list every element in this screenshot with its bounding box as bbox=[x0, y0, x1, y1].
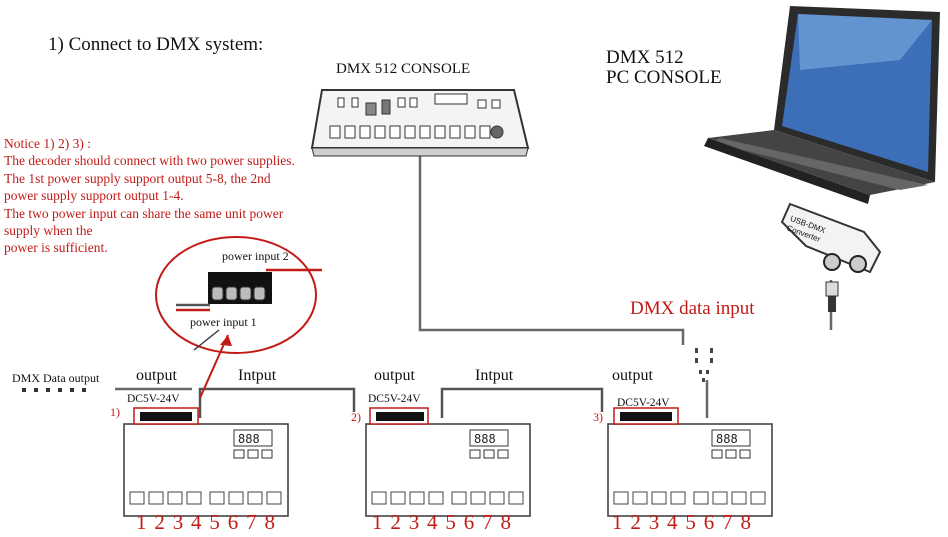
decoder-1-voltage: DC5V-24V bbox=[127, 393, 180, 405]
decoder-3: 888 bbox=[607, 407, 773, 517]
notice-line: The two power input can share the same u… bbox=[4, 205, 284, 221]
link-cable-1 bbox=[198, 387, 356, 418]
notice-line: The 1st power supply support output 5-8,… bbox=[4, 170, 271, 186]
notice-line: supply when the bbox=[4, 223, 93, 239]
dmx-data-output-label: DMX Data output bbox=[12, 371, 100, 385]
console-cable bbox=[418, 145, 685, 345]
power-input-callout bbox=[155, 236, 322, 399]
power-input-2-label: power input 2 bbox=[222, 249, 289, 263]
notice-block: Notice 1) 2) 3) : The decoder should con… bbox=[4, 135, 384, 257]
link-1-label: Intput bbox=[238, 367, 277, 384]
usb-dmx-converter bbox=[780, 202, 882, 312]
decoder-1: 888 bbox=[123, 407, 289, 517]
notice-line: Notice 1) 2) 3) : bbox=[4, 136, 91, 151]
pc-console-line1: DMX 512 bbox=[606, 47, 684, 68]
decoder-2-channels: 1 2 3 4 5 6 7 8 bbox=[372, 510, 513, 534]
svg-text:888: 888 bbox=[238, 432, 260, 446]
page-title: 1) Connect to DMX system: bbox=[48, 34, 264, 55]
console-key-row bbox=[329, 125, 491, 139]
dmx-data-input-label: DMX data input bbox=[630, 298, 755, 319]
notice-line: The decoder should connect with two powe… bbox=[4, 153, 295, 169]
decoder-2-output-label: output bbox=[374, 367, 415, 384]
laptop bbox=[704, 6, 940, 204]
dmx-output-dots bbox=[22, 388, 86, 392]
notice-line: power supply support output 1-4. bbox=[4, 188, 184, 204]
console-buttons bbox=[337, 97, 504, 139]
svg-text:888: 888 bbox=[716, 432, 738, 446]
data-cables bbox=[115, 145, 833, 418]
decoder-3-voltage: DC5V-24V bbox=[617, 397, 670, 409]
link-cable-2 bbox=[440, 387, 604, 418]
input-connector-dots bbox=[695, 348, 713, 382]
decoder-2-index: 2) bbox=[351, 410, 361, 424]
decoder-1-output-label: output bbox=[136, 367, 177, 384]
pc-console-line2: PC CONSOLE bbox=[606, 67, 722, 88]
power-input-1-label: power input 1 bbox=[190, 315, 257, 329]
pc-console-label: DMX 512 PC CONSOLE bbox=[606, 48, 722, 88]
decoder-3-channels: 1 2 3 4 5 6 7 8 bbox=[612, 510, 753, 534]
link-2-label: Intput bbox=[475, 367, 514, 384]
decoder-2-voltage: DC5V-24V bbox=[368, 393, 421, 405]
decoder-2: 888 bbox=[365, 407, 531, 517]
decoder-3-output-label: output bbox=[612, 367, 653, 384]
decoder-1-index: 1) bbox=[110, 405, 120, 419]
decoder-3-index: 3) bbox=[593, 410, 603, 424]
dmx-console bbox=[310, 89, 530, 157]
notice-line: power is sufficient. bbox=[4, 240, 108, 256]
svg-text:888: 888 bbox=[474, 432, 496, 446]
console-label: DMX 512 CONSOLE bbox=[336, 61, 471, 77]
decoder-1-channels: 1 2 3 4 5 6 7 8 bbox=[136, 510, 277, 534]
